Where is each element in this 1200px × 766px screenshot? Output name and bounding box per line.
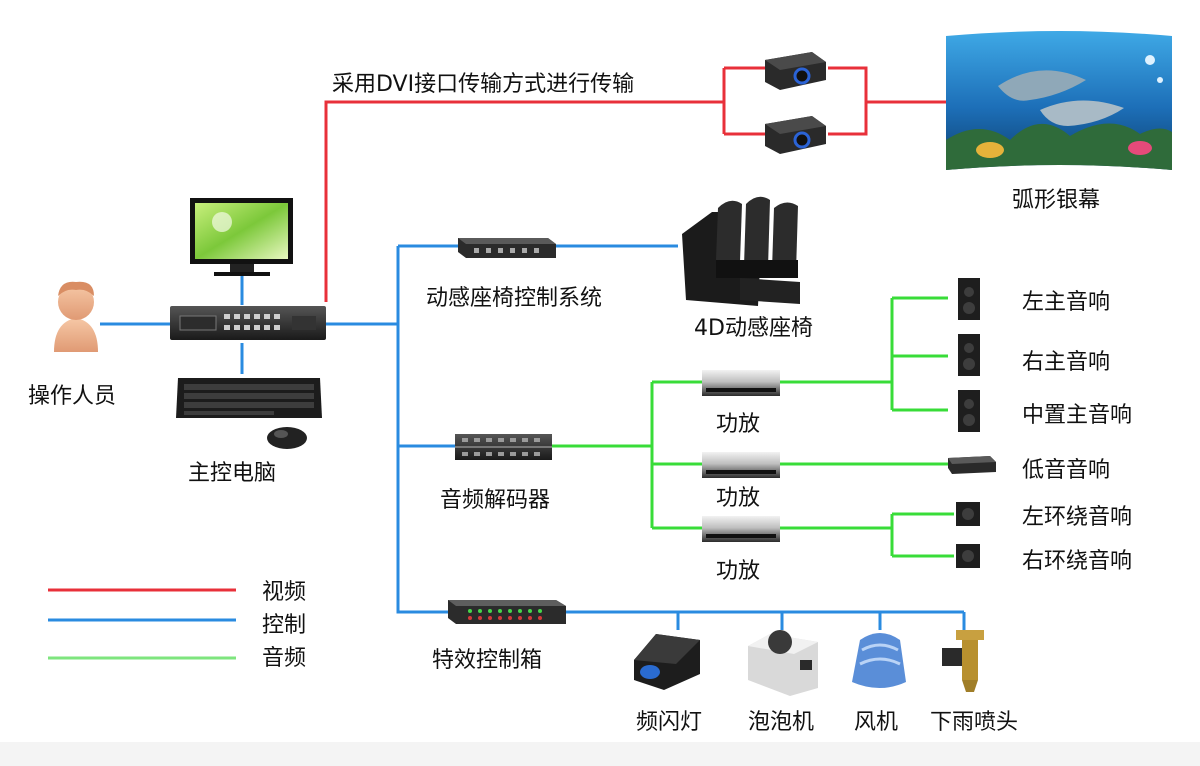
bottom-strip (0, 742, 1200, 766)
effect-label-rain: 下雨喷头 (930, 710, 1019, 735)
speaker-label-right-main: 右主音响 (1022, 350, 1111, 375)
host-pc-label: 主控电脑 (188, 461, 277, 486)
speaker-icon (956, 502, 980, 526)
curved-screen-image (946, 31, 1172, 170)
speaker-label-left-main: 左主音响 (1022, 290, 1111, 315)
keyboard-icon (176, 378, 322, 418)
motion-seat-label: 4D动感座椅 (694, 316, 813, 341)
speaker-label-left-surround: 左环绕音响 (1022, 505, 1133, 530)
operator-label: 操作人员 (28, 384, 117, 409)
legend-label-audio: 音频 (262, 646, 307, 671)
video-transmission-caption: 采用DVI接口传输方式进行传输 (332, 72, 635, 97)
legend-label-control: 控制 (262, 613, 307, 638)
monitor (190, 198, 293, 276)
effects-control-box-unit (448, 600, 566, 624)
legend-swatches (48, 588, 236, 660)
audio-lines (552, 296, 954, 558)
seat-controller-unit (458, 238, 556, 258)
effect-label-bubble: 泡泡机 (748, 710, 815, 735)
amplifier-label: 功放 (716, 412, 761, 437)
rain-sprinkler-icon (942, 630, 984, 692)
speaker-icon (958, 390, 980, 432)
subwoofer-icon (948, 456, 996, 474)
mouse-icon (267, 427, 307, 449)
effect-label-fan: 风机 (854, 710, 899, 735)
effects-box-label: 特效控制箱 (432, 648, 543, 673)
amplifier-unit (702, 370, 780, 396)
strobe-light-icon (634, 634, 700, 690)
speaker-label-center-main: 中置主音响 (1022, 403, 1133, 428)
seat-controller-label: 动感座椅控制系统 (426, 286, 603, 311)
amplifier-unit (702, 452, 780, 478)
speaker-icon (958, 334, 980, 376)
legend-label-video: 视频 (262, 580, 307, 605)
control-lines (100, 244, 966, 630)
video-lines (324, 66, 946, 302)
amplifier-unit (702, 516, 780, 542)
bubble-machine-icon (748, 630, 818, 696)
speaker-label-right-surround: 右环绕音响 (1022, 549, 1133, 574)
speaker-label-subwoofer: 低音音响 (1022, 458, 1111, 483)
amplifier-label: 功放 (716, 486, 761, 511)
screen-label: 弧形银幕 (1012, 188, 1101, 213)
motion-seats-icon (682, 196, 800, 306)
speaker-icon (958, 278, 980, 320)
audio-decoder-label: 音频解码器 (440, 488, 551, 513)
audio-decoder-unit (455, 434, 552, 460)
amplifier-label: 功放 (716, 559, 761, 584)
speaker-icon (956, 544, 980, 568)
fan-blower-icon (852, 633, 906, 688)
projector-bottom (765, 116, 826, 154)
host-pc-unit (170, 306, 326, 340)
operator-icon (54, 281, 98, 352)
projector-top (765, 52, 826, 90)
effect-label-strobe: 频闪灯 (636, 710, 703, 735)
